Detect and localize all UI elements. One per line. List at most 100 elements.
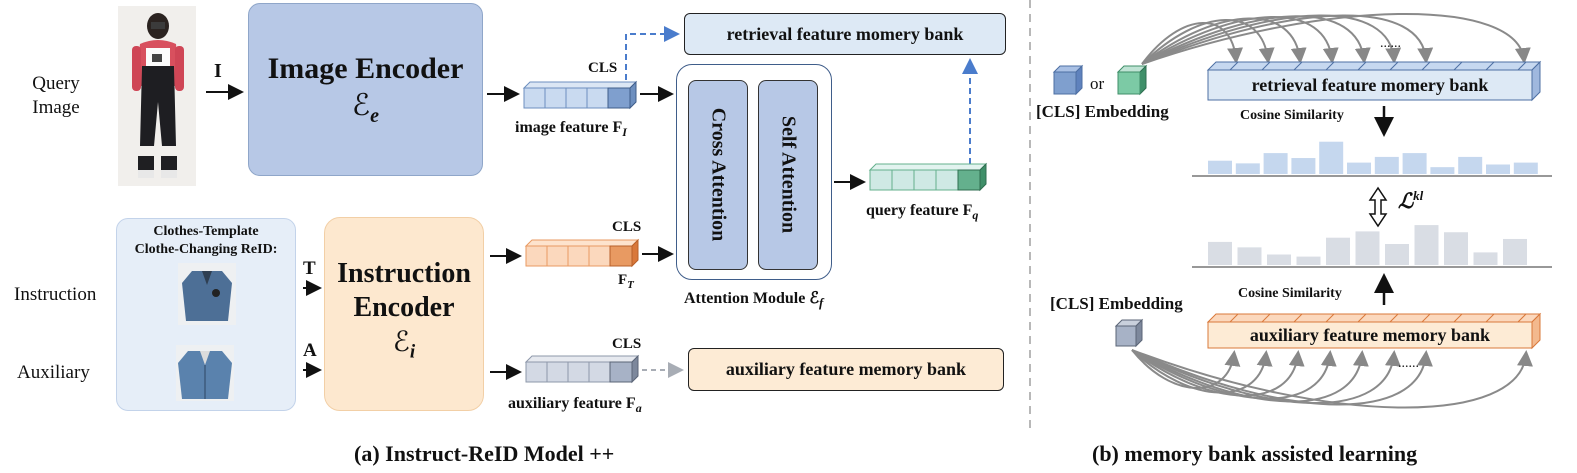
retrieval-bank-right-label: retrieval feature momery bank <box>1251 74 1489 95</box>
similarity-bar <box>1458 156 1483 174</box>
auxiliary-label: Auxiliary <box>17 362 90 383</box>
cross-attention-box <box>688 80 748 270</box>
image-encoder-title: Image Encoder <box>267 51 464 85</box>
similarity-bars-bottom <box>1208 225 1527 265</box>
image-encoder-subscript: e <box>370 104 380 127</box>
kl-symbol: ℒ <box>1398 189 1414 213</box>
caption-a: (a) Instruct-ReID Model ++ <box>354 441 615 466</box>
curved-arrows-bottom <box>1131 349 1533 409</box>
cls-cube-blue <box>1052 64 1084 96</box>
image-feature-text: image feature F <box>515 119 623 136</box>
similarity-bar <box>1326 237 1350 265</box>
image-feature-vector <box>522 80 638 110</box>
query-feature-text: query feature F <box>866 202 973 219</box>
template-line1: Clothes-Template <box>153 224 259 239</box>
cls-label-aux: CLS <box>612 336 642 352</box>
text-feature-vector <box>524 238 640 268</box>
retrieval-bank-top: retrieval feature momery bank <box>684 13 1006 55</box>
similarity-bar <box>1267 254 1291 265</box>
left-connectors <box>206 0 1031 430</box>
similarity-bar <box>1347 162 1371 174</box>
cls-embedding-bottom-label: [CLS] Embedding <box>1050 294 1183 313</box>
or-text: or <box>1090 74 1105 93</box>
similarity-bar <box>1319 141 1344 174</box>
kl-label: ℒkl <box>1398 188 1423 214</box>
image-feature-subscript: I <box>622 125 627 140</box>
image-encoder-symbol: ℰe <box>352 88 379 128</box>
query-feature-label: query feature Fq <box>866 202 978 223</box>
similarity-bar <box>1237 247 1262 265</box>
input-label-A: A <box>303 340 317 361</box>
query-label-line2: Image <box>32 97 80 118</box>
auxiliary-bank-left: auxiliary feature memory bank <box>688 348 1004 391</box>
ft-text: F <box>618 272 628 288</box>
template-text: Clothes-Template Clothe-Changing ReID: <box>116 223 296 259</box>
instruction-encoder-line2: Encoder <box>353 292 455 324</box>
ft-subscript: T <box>627 279 634 291</box>
auxiliary-feature-vector <box>524 354 640 384</box>
panel-b <box>1052 13 1552 409</box>
cls-embedding-top-label: [CLS] Embedding <box>1036 102 1169 121</box>
auxiliary-bank-right <box>1206 312 1542 350</box>
kl-double-arrow <box>1368 186 1388 228</box>
similarity-bar <box>1208 241 1232 265</box>
similarity-bars-top <box>1208 141 1538 174</box>
auxiliary-bank-right-slots <box>1229 313 1527 323</box>
attention-module-label: Attention Module ℰf <box>684 288 823 311</box>
query-image <box>118 6 196 186</box>
instruction-encoder-line1: Instruction <box>337 258 471 290</box>
retrieval-bank-right-slots <box>1229 61 1527 71</box>
query-feature-subscript: q <box>972 208 979 223</box>
attention-module-subscript: f <box>819 295 824 311</box>
attention-module-text: Attention Module ℰ <box>684 290 820 307</box>
input-label-I: I <box>214 60 222 82</box>
cls-label-image: CLS <box>588 60 618 76</box>
query-label-line1: Query <box>32 73 80 94</box>
ellipsis-bottom: ...... <box>1398 356 1419 371</box>
input-label-T: T <box>303 258 316 279</box>
query-image-label: Query Image <box>28 72 84 120</box>
similarity-bar <box>1355 231 1380 265</box>
similarity-bar <box>1503 238 1527 265</box>
similarity-bar <box>1235 163 1260 174</box>
similarity-bar <box>1430 167 1455 174</box>
similarity-bar <box>1291 158 1316 174</box>
similarity-bar <box>1402 153 1427 174</box>
instruction-encoder-symbol: ℰi <box>393 325 415 371</box>
instruction-label: Instruction <box>14 284 97 305</box>
cls-cube-gray <box>1114 318 1144 348</box>
image-encoder-symbol-main: ℰ <box>351 88 371 122</box>
similarity-bar <box>1208 160 1232 174</box>
caption-b: (b) memory bank assisted learning <box>1092 441 1418 466</box>
similarity-bar <box>1444 232 1468 265</box>
auxiliary-image <box>176 345 234 401</box>
instruction-encoder-subscript: i <box>409 341 416 363</box>
instruction-encoder-symbol-main: ℰ <box>392 327 410 359</box>
auxiliary-feature-subscript: a <box>635 401 642 416</box>
dashed-arrow-cls-to-bank <box>625 26 680 80</box>
similarity-bar <box>1513 162 1538 174</box>
similarity-bar <box>1414 225 1439 265</box>
template-line2: Clothe-Changing ReID: <box>134 242 278 257</box>
auxiliary-feature-text: auxiliary feature F <box>508 395 636 412</box>
retrieval-bank-right <box>1206 60 1542 102</box>
auxiliary-bank-right-label: auxiliary feature memory bank <box>1249 324 1491 345</box>
ellipsis-top: ...... <box>1380 36 1401 51</box>
similarity-bar <box>1296 256 1321 265</box>
cosine-top-label: Cosine Similarity <box>1240 108 1344 123</box>
similarity-bar <box>1385 244 1409 265</box>
similarity-bar <box>1486 164 1510 174</box>
cls-label-text: CLS <box>612 219 642 235</box>
similarity-bar <box>1263 153 1288 174</box>
image-encoder-box: Image Encoder ℰe <box>248 3 483 176</box>
ft-label: FT <box>618 272 634 291</box>
self-attention-box <box>758 80 818 270</box>
clothes-template-image <box>178 263 236 325</box>
auxiliary-feature-label: auxiliary feature Fa <box>508 395 642 416</box>
curved-arrows-top <box>1141 13 1531 65</box>
instruction-encoder-box: Instruction Encoder ℰi <box>324 217 484 411</box>
cls-cube-green <box>1116 64 1148 96</box>
image-feature-label: image feature FI <box>515 119 627 140</box>
similarity-bar <box>1374 156 1399 174</box>
similarity-bar <box>1473 252 1498 265</box>
